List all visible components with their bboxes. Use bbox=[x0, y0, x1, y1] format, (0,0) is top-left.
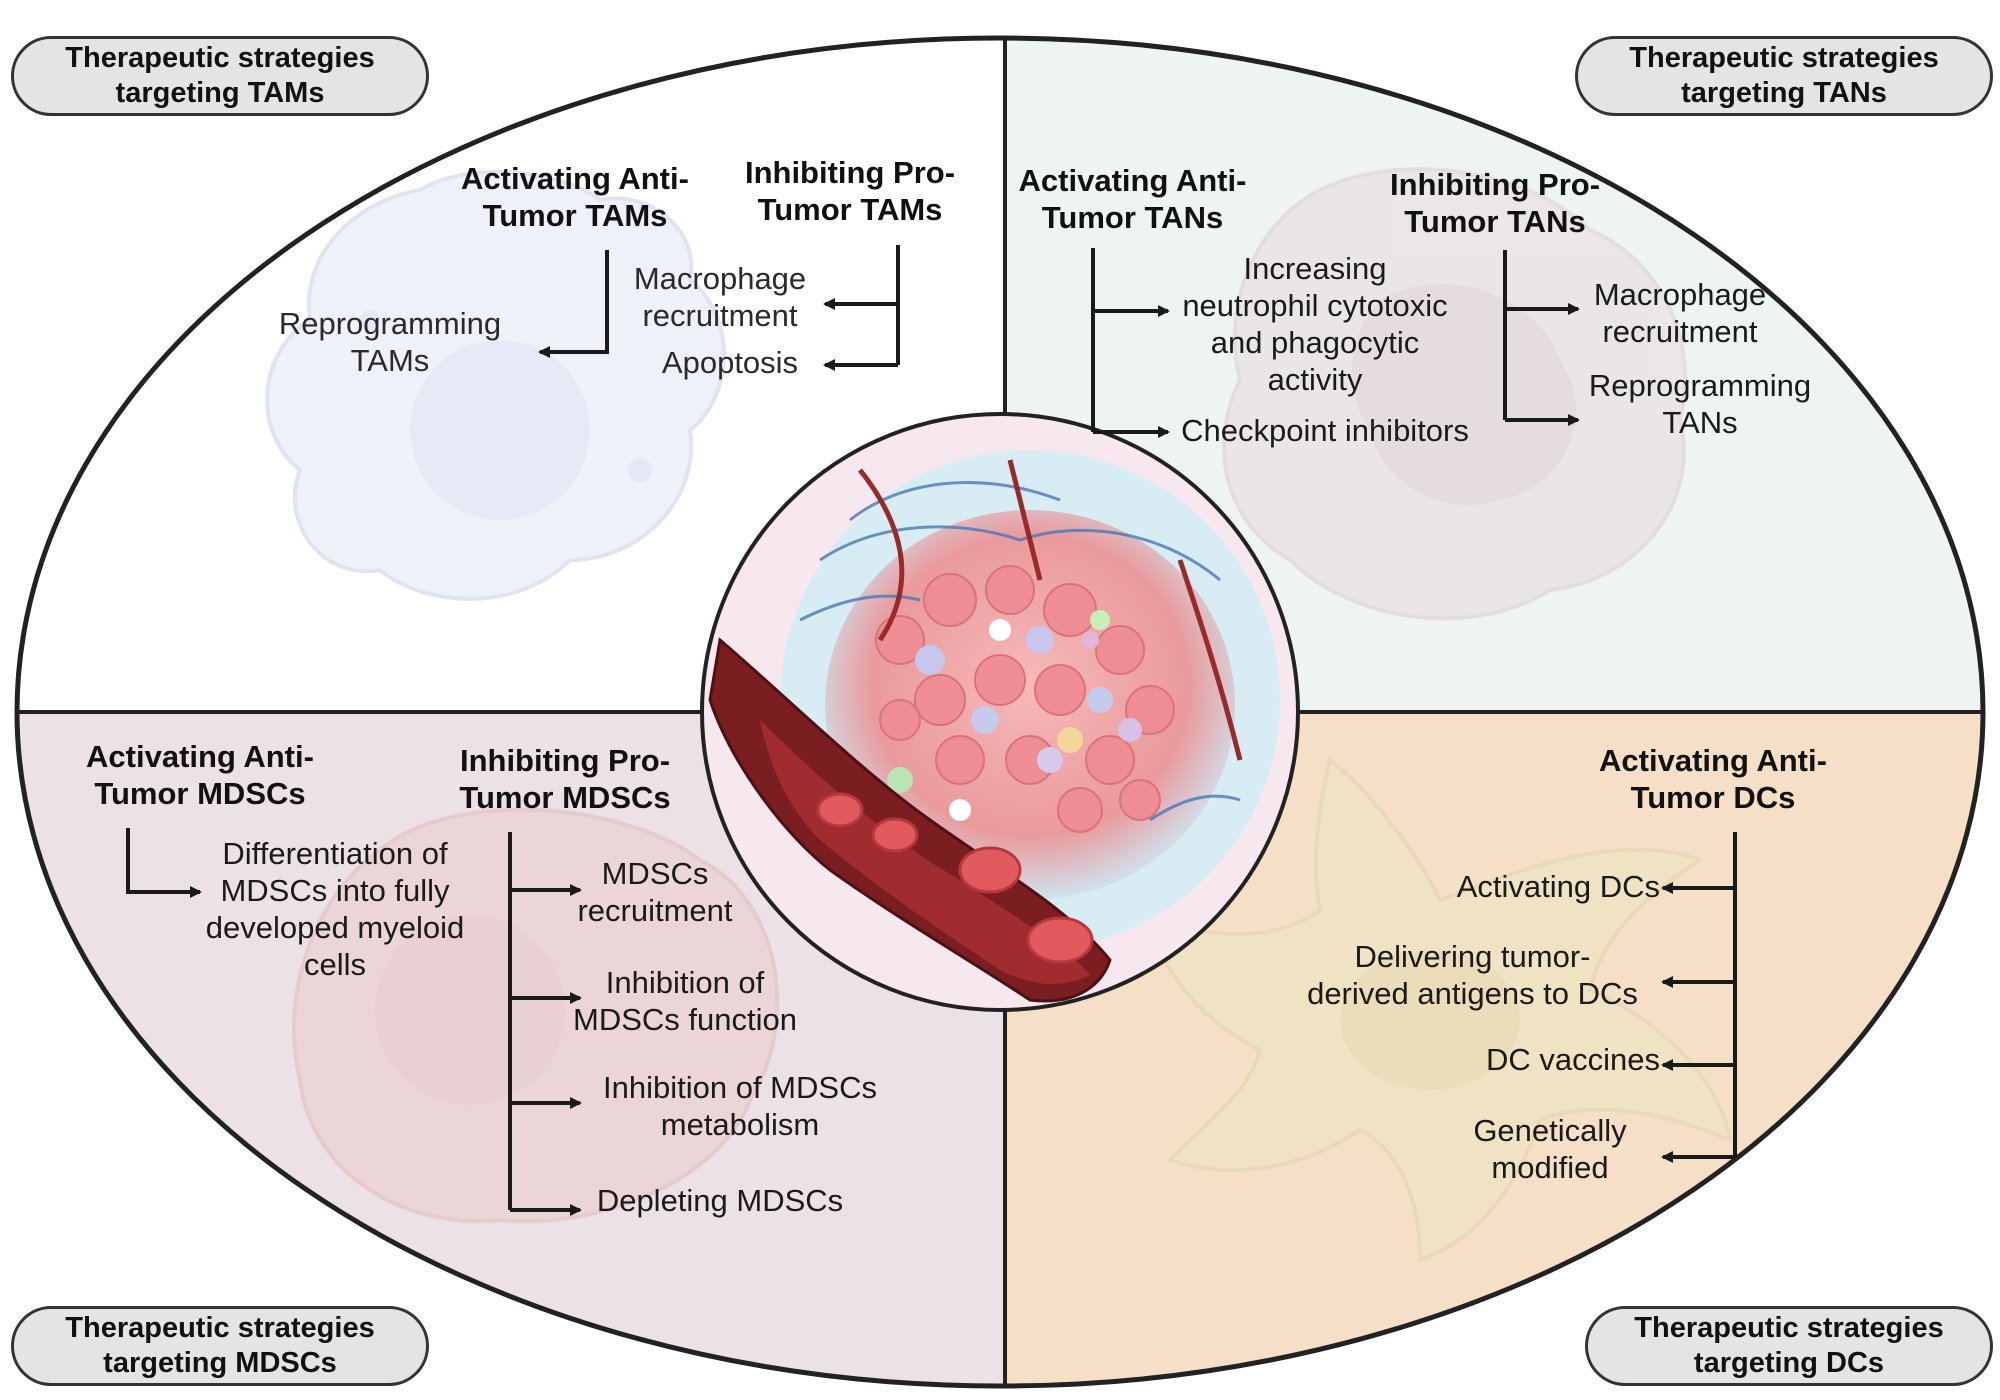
tam-item-reprogramming-line2: TAMs bbox=[350, 343, 430, 378]
dc-activating-header-line1: Activating Anti- bbox=[1599, 743, 1827, 778]
tan-connectors bbox=[1091, 248, 1580, 438]
title-pill-tams: Therapeutic strategies targeting TAMs bbox=[11, 36, 429, 116]
mdsc-activating-header: Activating Anti- Tumor MDSCs bbox=[60, 738, 340, 812]
dc-item-activating: Activating DCs bbox=[1410, 868, 1660, 905]
tam-item-reprogramming: Reprogramming TAMs bbox=[250, 305, 530, 379]
mdsc-item-differentiation-line4: cells bbox=[303, 947, 366, 982]
tan-item-checkpoint-inhibitors: Checkpoint inhibitors bbox=[1160, 412, 1490, 449]
tam-item-macrophage-recruitment: Macrophage recruitment bbox=[605, 260, 835, 334]
dc-item-vaccines-line1: DC vaccines bbox=[1486, 1042, 1660, 1077]
tan-item-increasing-line4: activity bbox=[1267, 362, 1363, 397]
tam-inhibiting-header-line2: Tumor TAMs bbox=[757, 192, 943, 227]
mdsc-inhibiting-header: Inhibiting Pro- Tumor MDSCs bbox=[440, 742, 690, 816]
mdsc-inhibiting-header-line2: Tumor MDSCs bbox=[459, 780, 671, 815]
tam-item-reprogramming-line1: Reprogramming bbox=[278, 306, 502, 341]
mdsc-connectors bbox=[126, 828, 582, 1216]
dc-item-genetic-line1: Genetically bbox=[1473, 1113, 1627, 1148]
title-mdscs-line2: targeting MDSCs bbox=[103, 1347, 337, 1379]
title-mdscs-line1: Therapeutic strategies bbox=[65, 1312, 375, 1344]
mdsc-activating-header-line1: Activating Anti- bbox=[86, 739, 314, 774]
dc-connectors bbox=[1661, 832, 1737, 1163]
mdsc-activating-header-line2: Tumor MDSCs bbox=[94, 776, 306, 811]
mdsc-item-metabolism-line1: Inhibition of MDSCs bbox=[603, 1070, 877, 1105]
tam-activating-header-line1: Activating Anti- bbox=[461, 161, 689, 196]
mdsc-item-differentiation-line2: MDSCs into fully bbox=[220, 873, 450, 908]
tam-inhibiting-header: Inhibiting Pro- Tumor TAMs bbox=[720, 154, 980, 228]
dc-item-vaccines: DC vaccines bbox=[1430, 1041, 1660, 1078]
mdsc-item-recruitment: MDSCs recruitment bbox=[555, 855, 755, 929]
macrophage-illustration bbox=[265, 169, 726, 601]
dc-activating-header: Activating Anti- Tumor DCs bbox=[1578, 742, 1848, 816]
title-tams-line1: Therapeutic strategies bbox=[65, 42, 375, 74]
dc-item-genetic-line2: modified bbox=[1491, 1150, 1609, 1185]
tam-activating-header-line2: Tumor TAMs bbox=[482, 198, 668, 233]
tam-inhibiting-header-line1: Inhibiting Pro- bbox=[744, 155, 956, 190]
tan-item-macrophage-line2: recruitment bbox=[1602, 314, 1758, 349]
tan-item-increasing-line2: neutrophil cytotoxic bbox=[1182, 288, 1448, 323]
mdsc-item-inhibition-metabolism: Inhibition of MDSCs metabolism bbox=[580, 1069, 900, 1143]
title-pill-mdscs: Therapeutic strategies targeting MDSCs bbox=[11, 1306, 429, 1386]
tan-item-macrophage-line1: Macrophage bbox=[1593, 277, 1767, 312]
dc-item-delivering-line2: derived antigens to DCs bbox=[1307, 976, 1638, 1011]
tan-inhibiting-header-line1: Inhibiting Pro- bbox=[1389, 167, 1601, 202]
tan-activating-header-line1: Activating Anti- bbox=[1018, 163, 1247, 198]
tan-item-increasing-line3: and phagocytic bbox=[1210, 325, 1420, 360]
tam-item-apoptosis: Apoptosis bbox=[630, 344, 830, 381]
dc-activating-header-line2: Tumor DCs bbox=[1630, 780, 1796, 815]
title-tans-line1: Therapeutic strategies bbox=[1629, 42, 1939, 74]
tam-item-macrophage-recruitment-line2: recruitment bbox=[642, 298, 798, 333]
tan-activating-header-line2: Tumor TANs bbox=[1041, 200, 1224, 235]
tan-activating-header: Activating Anti- Tumor TANs bbox=[1000, 162, 1265, 236]
title-pill-dcs: Therapeutic strategies targeting DCs bbox=[1585, 1306, 1993, 1386]
mdsc-item-differentiation: Differentiation of MDSCs into fully deve… bbox=[185, 835, 485, 983]
tam-activating-header: Activating Anti- Tumor TAMs bbox=[430, 160, 720, 234]
tam-item-apoptosis-line1: Apoptosis bbox=[661, 345, 799, 380]
mdsc-item-function-line1: Inhibition of bbox=[605, 965, 765, 1000]
tam-item-macrophage-recruitment-line1: Macrophage bbox=[633, 261, 807, 296]
dc-item-genetically-modified: Genetically modified bbox=[1440, 1112, 1660, 1186]
neutrophil-illustration bbox=[1222, 167, 1688, 621]
title-tans-line2: targeting TANs bbox=[1681, 77, 1887, 109]
mdsc-item-depleting-line1: Depleting MDSCs bbox=[596, 1183, 844, 1218]
tan-item-macrophage-recruitment: Macrophage recruitment bbox=[1560, 276, 1800, 350]
mdsc-item-depleting: Depleting MDSCs bbox=[580, 1182, 860, 1219]
tumor-microenvironment-illustration bbox=[700, 412, 1300, 1012]
tam-connectors bbox=[538, 245, 900, 371]
mdsc-inhibiting-header-line1: Inhibiting Pro- bbox=[459, 743, 671, 778]
mdsc-item-inhibition-function: Inhibition of MDSCs function bbox=[555, 964, 815, 1038]
tan-inhibiting-header-line2: Tumor TANs bbox=[1404, 204, 1586, 239]
title-dcs-line2: targeting DCs bbox=[1693, 1347, 1885, 1379]
dc-item-activating-line1: Activating DCs bbox=[1456, 869, 1660, 904]
tan-inhibiting-header: Inhibiting Pro- Tumor TANs bbox=[1360, 166, 1630, 240]
tan-item-reprogramming: Reprogramming TANs bbox=[1560, 367, 1840, 441]
tan-item-reprogramming-line2: TANs bbox=[1662, 405, 1738, 440]
mdsc-item-differentiation-line1: Differentiation of bbox=[222, 836, 448, 871]
mdsc-item-metabolism-line2: metabolism bbox=[660, 1107, 820, 1142]
mdsc-illustration bbox=[292, 807, 780, 1224]
title-tams-line2: targeting TAMs bbox=[115, 77, 325, 109]
tan-item-checkpoint-line1: Checkpoint inhibitors bbox=[1181, 413, 1469, 448]
tan-item-increasing-cytotoxic: Increasing neutrophil cytotoxic and phag… bbox=[1160, 250, 1470, 398]
mdsc-item-recruitment-line2: recruitment bbox=[577, 893, 733, 928]
dc-item-delivering-line1: Delivering tumor- bbox=[1354, 939, 1591, 974]
mdsc-item-function-line2: MDSCs function bbox=[573, 1002, 797, 1037]
tan-item-increasing-line1: Increasing bbox=[1243, 251, 1387, 286]
title-pill-tans: Therapeutic strategies targeting TANs bbox=[1575, 36, 1993, 116]
mdsc-item-differentiation-line3: developed myeloid bbox=[205, 910, 465, 945]
dc-item-delivering-antigens: Delivering tumor- derived antigens to DC… bbox=[1285, 938, 1660, 1012]
title-dcs-line1: Therapeutic strategies bbox=[1634, 1312, 1944, 1344]
outer-ellipse bbox=[14, 35, 1986, 1389]
tan-item-reprogramming-line1: Reprogramming bbox=[1588, 368, 1812, 403]
mdsc-item-recruitment-line1: MDSCs bbox=[601, 856, 709, 891]
